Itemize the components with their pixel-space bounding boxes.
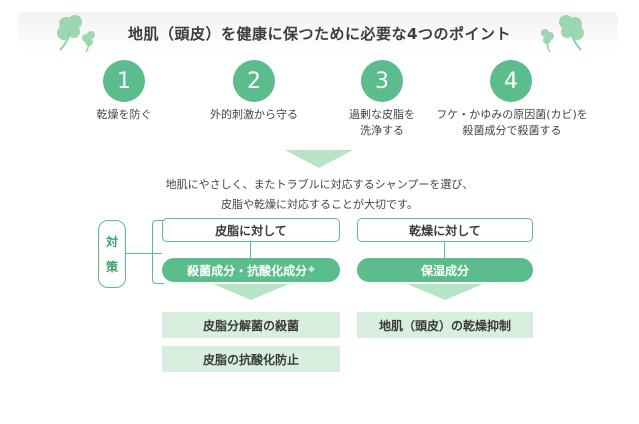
clover-icon	[541, 15, 584, 53]
point-label-3: 過剰な皮脂を 洗浄する	[349, 108, 415, 137]
point-number-4: 4	[490, 60, 532, 102]
dryness-result-1: 地肌（頭皮）の乾燥抑制	[357, 312, 533, 338]
point-number-2: 2	[233, 60, 275, 102]
title-band	[18, 12, 618, 52]
dryness-connector	[444, 242, 445, 258]
sebum-arrow-icon	[213, 284, 289, 300]
point-label-1: 乾燥を防ぐ	[96, 108, 152, 121]
point-number-1: 1	[103, 60, 145, 102]
sebum-ingredients: 殺菌成分・抗酸化成分※	[162, 258, 340, 282]
point-label-4: フケ・かゆみの原因菌(カビ)を 殺菌成分で殺菌する	[436, 108, 588, 137]
intro-text: 地肌にやさしく、またトラブルに対応するシャンプーを選び、 皮脂や乾燥に対応するこ…	[165, 178, 474, 211]
dryness-ingredients: 保湿成分	[357, 258, 533, 282]
sebum-result-2: 皮脂の抗酸化防止	[162, 346, 340, 372]
dryness-arrow-icon	[407, 284, 483, 300]
down-arrow-icon	[285, 150, 353, 168]
sebum-result-1: 皮脂分解菌の殺菌	[162, 312, 340, 338]
sebum-heading: 皮脂に対して	[162, 218, 340, 242]
measures-connector	[126, 253, 162, 254]
point-number-3: 3	[361, 60, 403, 102]
sebum-connector	[250, 242, 251, 258]
page-title: 地肌（頭皮）を健康に保つために必要な4つのポイント	[128, 25, 511, 43]
point-label-2: 外的刺激から守る	[210, 108, 298, 121]
measures-tag: 対 策	[98, 220, 126, 288]
dryness-heading: 乾燥に対して	[357, 218, 533, 242]
measures-bracket	[152, 220, 164, 284]
clover-icon	[57, 15, 95, 53]
